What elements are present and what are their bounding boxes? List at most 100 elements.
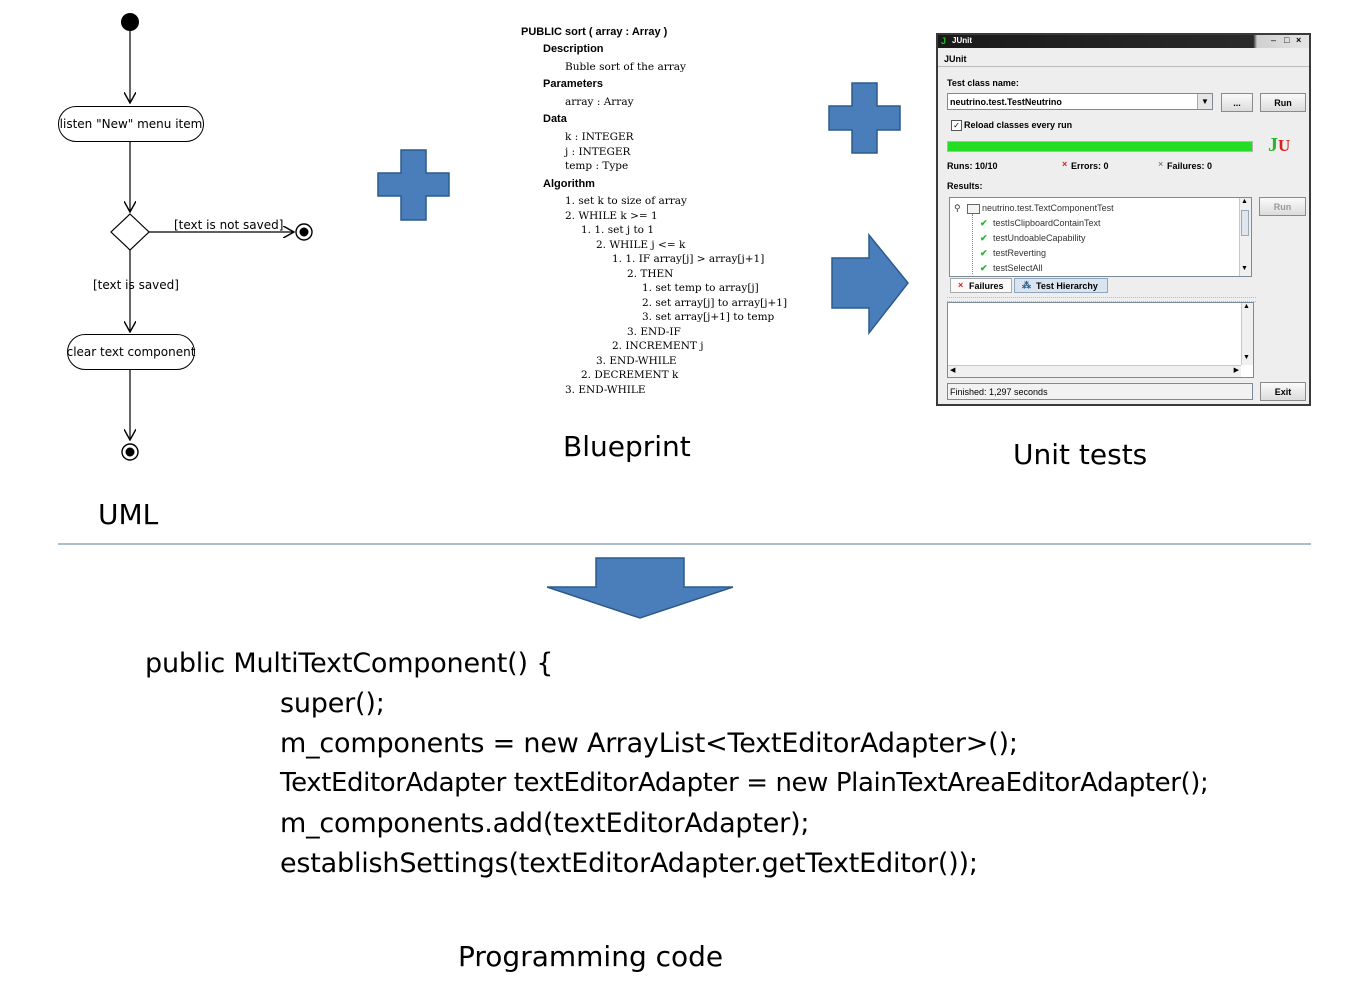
results-tree[interactable]: ⚲ neutrino.test.TextComponentTest ✔ test…	[949, 197, 1252, 277]
junit-logo-u: U	[1278, 136, 1291, 155]
junit-menu[interactable]: JUnit	[944, 54, 967, 64]
tree-expand-icon[interactable]: ⚲	[954, 203, 961, 213]
errors-count: Errors: 0	[1071, 161, 1109, 171]
tree-item[interactable]: testSelectAll	[993, 263, 1043, 273]
check-icon: ✔	[980, 218, 988, 228]
progress-track	[947, 141, 1253, 152]
trace-hscrollbar[interactable]: ◀ ▶	[948, 365, 1241, 377]
arrow-right	[831, 232, 909, 336]
scroll-up-icon[interactable]: ▲	[1243, 303, 1250, 310]
blueprint-step: 1. 1. IF array[j] > array[j+1]	[612, 253, 765, 265]
blueprint-data-3: temp : Type	[565, 160, 629, 172]
blueprint-step: 2. INCREMENT j	[612, 340, 704, 352]
reload-label: Reload classes every run	[964, 120, 1073, 130]
chevron-down-icon[interactable]: ▼	[1197, 94, 1212, 109]
tree-item[interactable]: testIsClipboardContainText	[993, 218, 1101, 228]
junit-window-title: JUnit	[952, 36, 972, 45]
code-line-3: m_components = new ArrayList<TextEditorA…	[280, 728, 1018, 759]
tab-failures-label: Failures	[969, 281, 1004, 291]
maximize-icon[interactable]: □	[1284, 35, 1290, 45]
blueprint-step: 2. DECREMENT k	[581, 369, 679, 381]
scroll-right-icon[interactable]: ▶	[1233, 367, 1239, 374]
tab-test-hierarchy-label: Test Hierarchy	[1036, 281, 1098, 291]
check-icon: ✔	[980, 263, 988, 273]
tree-item[interactable]: testReverting	[993, 248, 1047, 258]
blueprint-step: 2. THEN	[627, 268, 674, 280]
blueprint-step: 3. END-IF	[627, 326, 681, 338]
failure-trace-area[interactable]: ▲ ▼ ◀ ▶	[947, 302, 1254, 378]
programming-code-caption: Programming code	[458, 940, 724, 973]
uml-decision-node	[110, 213, 150, 251]
check-icon: ✔	[980, 248, 988, 258]
blueprint-step: 3. set array[j+1] to temp	[642, 311, 775, 323]
tab-test-hierarchy[interactable]: ⁂ Test Hierarchy	[1014, 278, 1108, 293]
uml-final-node-right-inner	[299, 227, 309, 237]
status-text: Finished: 1,297 seconds	[950, 387, 1048, 397]
tree-guide-line	[972, 214, 973, 274]
blueprint-algorithm-head: Algorithm	[543, 178, 595, 190]
code-line-4: TextEditorAdapter textEditorAdapter = ne…	[280, 768, 1209, 798]
trace-vscrollbar[interactable]: ▲ ▼	[1241, 303, 1253, 365]
uml-initial-node	[121, 13, 139, 31]
status-bar: Finished: 1,297 seconds	[947, 383, 1253, 400]
blueprint-data-2: j : INTEGER	[565, 146, 631, 158]
close-icon[interactable]: ×	[1296, 35, 1302, 45]
junit-logo-j: J	[1268, 134, 1278, 156]
blueprint-data-head: Data	[543, 113, 567, 125]
blueprint-signature: PUBLIC sort ( array : Array )	[521, 26, 668, 38]
scroll-down-icon[interactable]: ▼	[1243, 354, 1250, 361]
exit-button[interactable]: Exit	[1260, 382, 1306, 401]
scroll-down-icon[interactable]: ▼	[1241, 265, 1248, 272]
uml-action-clear-text: clear text component	[67, 334, 195, 370]
blueprint-step: 3. END-WHILE	[596, 355, 677, 367]
results-label: Results:	[947, 181, 983, 191]
junit-logo: JU	[1268, 134, 1290, 157]
uml-action-listen-new: listen "New" menu item	[58, 106, 204, 142]
check-icon: ✔	[980, 233, 988, 243]
blueprint-param-1: array : Array	[565, 96, 634, 108]
run-button[interactable]: Run	[1260, 93, 1306, 112]
blueprint-description-head: Description	[543, 43, 604, 55]
tab-failures[interactable]: × Failures	[950, 278, 1012, 293]
uml-final-node-inner	[125, 447, 135, 457]
test-class-value: neutrino.test.TestNeutrino	[950, 97, 1062, 107]
tree-scrollbar[interactable]: ▲ ▼	[1239, 198, 1251, 276]
scroll-left-icon[interactable]: ◀	[950, 367, 956, 374]
code-line-6: establishSettings(textEditorAdapter.getT…	[280, 848, 978, 879]
blueprint-step: 1. set temp to array[j]	[642, 282, 759, 294]
blueprint-data-1: k : INTEGER	[565, 131, 634, 143]
blueprint-step: 2. WHILE j <= k	[596, 239, 686, 251]
tab-divider	[947, 297, 1256, 302]
tree-item[interactable]: testUndoableCapability	[993, 233, 1086, 243]
menu-separator	[938, 66, 1309, 67]
failures-count: Failures: 0	[1167, 161, 1213, 171]
junit-app-icon: J	[941, 36, 947, 46]
progress-fill	[948, 142, 1252, 151]
plus-sign-right	[828, 82, 901, 154]
folder-icon	[967, 204, 980, 214]
blueprint-step: 2. WHILE k >= 1	[565, 210, 658, 222]
failure-tab-icon: ×	[958, 280, 964, 290]
reload-checkbox[interactable]: ✓	[951, 120, 962, 131]
test-class-combo[interactable]: neutrino.test.TestNeutrino ▼	[947, 93, 1213, 110]
blueprint-step: 2. set array[j] to array[j+1]	[642, 297, 788, 309]
unit-tests-caption: Unit tests	[1013, 438, 1148, 471]
run-selected-button[interactable]: Run	[1259, 197, 1306, 216]
plus-sign-left	[377, 149, 450, 221]
failure-icon: ×	[1158, 159, 1164, 169]
browse-button[interactable]: ...	[1221, 93, 1253, 112]
minimize-icon[interactable]: –	[1271, 35, 1277, 45]
code-line-2: super();	[280, 688, 385, 719]
arrow-down	[546, 557, 734, 619]
uml-guard-not-saved: [text is not saved]	[174, 218, 284, 232]
tree-root[interactable]: neutrino.test.TextComponentTest	[982, 203, 1114, 213]
hierarchy-icon: ⁂	[1022, 280, 1031, 290]
scroll-up-icon[interactable]: ▲	[1241, 198, 1248, 205]
blueprint-parameters-head: Parameters	[543, 78, 603, 90]
scroll-thumb[interactable]	[1241, 210, 1249, 236]
blueprint-step: 3. END-WHILE	[565, 384, 646, 396]
test-class-label: Test class name:	[947, 78, 1019, 88]
junit-title-bar: J JUnit – □ ×	[938, 35, 1309, 48]
junit-window: J JUnit – □ × JUnit Test class name: neu…	[936, 33, 1311, 406]
